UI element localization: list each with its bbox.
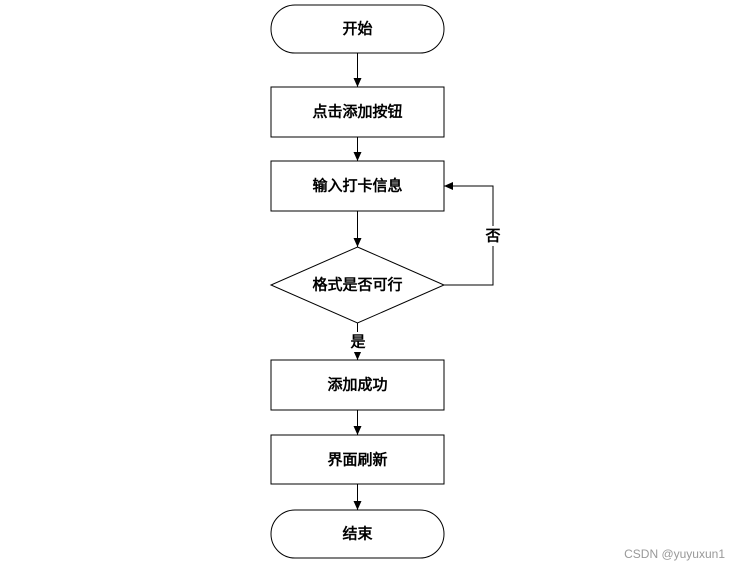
end-terminal (270, 509, 445, 559)
refresh-process (270, 434, 445, 485)
click-add-label: 点击添加按钮 (312, 103, 402, 121)
add-success-label: 添加成功 (327, 376, 387, 394)
yes-label: 是 (349, 333, 366, 351)
refresh-label: 界面刷新 (327, 451, 387, 469)
no-label: 否 (484, 227, 500, 245)
add-success-process (270, 359, 445, 411)
click-add-process (270, 86, 445, 138)
check-format-label: 格式是否可行 (312, 276, 402, 294)
start-label: 开始 (342, 20, 372, 38)
yes-label-bg (349, 332, 367, 352)
input-info-label: 输入打卡信息 (312, 177, 402, 195)
end-label: 结束 (342, 525, 373, 543)
no-label-bg (484, 226, 502, 246)
watermark: CSDN @yuyuxun1 (624, 547, 725, 561)
